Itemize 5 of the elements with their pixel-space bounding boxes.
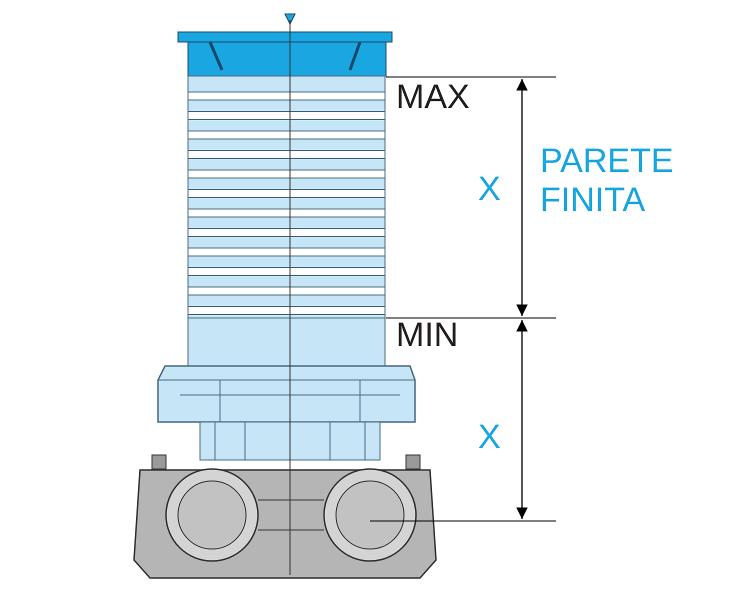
dimension-label: X	[478, 418, 502, 458]
dimension-label: X	[478, 170, 502, 210]
dimension-label: MAX	[396, 78, 471, 118]
dimension-label: MIN	[396, 316, 460, 356]
dimension-label: PARETE FINITA	[540, 142, 675, 220]
